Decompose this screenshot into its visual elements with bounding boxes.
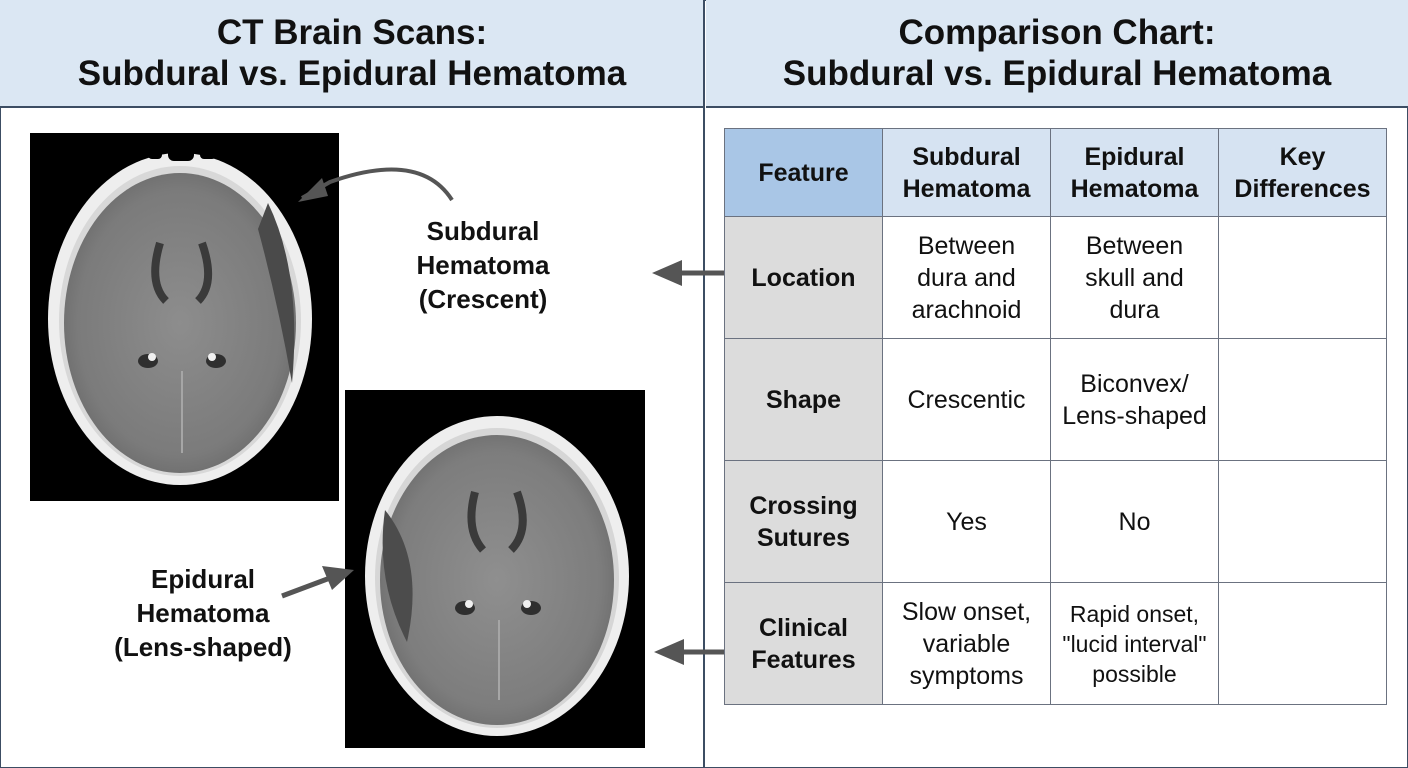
cell-crossing-key [1218,460,1387,583]
epidural-label-line-3: (Lens-shaped) [114,632,292,662]
table-row-clinical-features: Clinical Features Slow onset, variable s… [724,582,1387,705]
header-epidural: Epidural Hematoma [1050,128,1219,217]
header-feature-text: Feature [758,158,849,187]
left-title-line-1: CT Brain Scans: [216,13,488,52]
cell-location-key [1218,216,1387,339]
shape-subdural-text: Crescentic [907,385,1026,414]
row-header-clinical-features: Clinical Features [724,582,883,705]
left-panel-header: CT Brain Scans: Subdural vs. Epidural He… [0,0,704,108]
header-key-line-2: Differences [1234,174,1371,203]
header-subdural: Subdural Hematoma [882,128,1051,217]
cell-clinical-key [1218,582,1387,705]
right-panel-title: Comparison Chart: Subdural vs. Epidural … [783,12,1331,94]
row-crossing-line-1: Crossing [749,491,858,520]
ct-scan-subdural-image [30,133,339,501]
table-row-crossing-sutures: Crossing Sutures Yes No [724,460,1387,583]
row-location-feature: Location [751,263,856,292]
panel-divider [703,0,705,768]
row-header-crossing-sutures: Crossing Sutures [724,460,883,583]
shape-epidural-line-2: Lens-shaped [1062,401,1207,430]
header-feature: Feature [724,128,883,217]
cell-location-subdural: Between dura and arachnoid [882,216,1051,339]
subdural-label-line-2: Hematoma [416,250,550,280]
left-panel-title: CT Brain Scans: Subdural vs. Epidural He… [78,12,626,94]
header-epidural-line-2: Hematoma [1070,174,1199,203]
left-title-line-2: Subdural vs. Epidural Hematoma [77,54,627,93]
header-subdural-line-1: Subdural [912,142,1021,171]
subdural-label-line-3: (Crescent) [418,284,548,314]
clinical-subdural-line-3: symptoms [909,661,1024,690]
epidural-label-line-2: Hematoma [136,598,270,628]
row-header-location: Location [724,216,883,339]
location-subdural-line-1: Between [917,231,1016,260]
header-subdural-line-2: Hematoma [902,174,1031,203]
header-epidural-line-1: Epidural [1084,142,1185,171]
right-panel-header: Comparison Chart: Subdural vs. Epidural … [706,0,1408,108]
epidural-hematoma-label: Epidural Hematoma (Lens-shaped) [98,562,308,664]
cell-crossing-epidural: No [1050,460,1219,583]
cell-shape-subdural: Crescentic [882,338,1051,461]
ct-scan-epidural-image [345,390,645,748]
row-shape-feature: Shape [765,385,842,414]
cell-shape-key [1218,338,1387,461]
location-epidural-line-1: Between [1085,231,1184,260]
clinical-epidural-line-1: Rapid onset, [1069,600,1200,627]
right-title-line-2: Subdural vs. Epidural Hematoma [782,54,1332,93]
table-row-shape: Shape Crescentic Biconvex/ Lens-shaped [724,338,1387,461]
location-subdural-line-2: dura and [917,263,1016,292]
epidural-label-line-1: Epidural [150,564,255,594]
cell-crossing-subdural: Yes [882,460,1051,583]
table-row-location: Location Between dura and arachnoid Betw… [724,216,1387,339]
row-clinical-line-1: Clinical [759,613,848,642]
location-subdural-line-3: arachnoid [911,295,1022,324]
cell-clinical-epidural: Rapid onset, "lucid interval" possible [1050,582,1219,705]
table-header-row: Feature Subdural Hematoma Epidural Hemat… [724,128,1387,217]
subdural-label-line-1: Subdural [426,216,540,246]
location-epidural-line-2: skull and [1085,263,1184,292]
row-clinical-line-2: Features [751,645,856,674]
cell-shape-epidural: Biconvex/ Lens-shaped [1050,338,1219,461]
header-key-differences: Key Differences [1218,128,1387,217]
location-epidural-line-3: dura [1109,295,1160,324]
cell-location-epidural: Between skull and dura [1050,216,1219,339]
right-title-line-1: Comparison Chart: [898,13,1216,52]
subdural-hematoma-label: Subdural Hematoma (Crescent) [398,214,568,316]
row-header-shape: Shape [724,338,883,461]
shape-epidural-line-1: Biconvex/ [1080,369,1189,398]
row-crossing-line-2: Sutures [756,523,851,552]
clinical-epidural-line-3: possible [1092,660,1177,687]
header-key-line-1: Key [1279,142,1326,171]
cell-clinical-subdural: Slow onset, variable symptoms [882,582,1051,705]
clinical-epidural-line-2: "lucid interval" [1062,630,1207,657]
crossing-epidural-text: No [1118,507,1151,536]
crossing-subdural-text: Yes [946,507,987,536]
comparison-table: Feature Subdural Hematoma Epidural Hemat… [724,128,1387,705]
clinical-subdural-line-1: Slow onset, [901,597,1032,626]
clinical-subdural-line-2: variable [922,629,1011,658]
